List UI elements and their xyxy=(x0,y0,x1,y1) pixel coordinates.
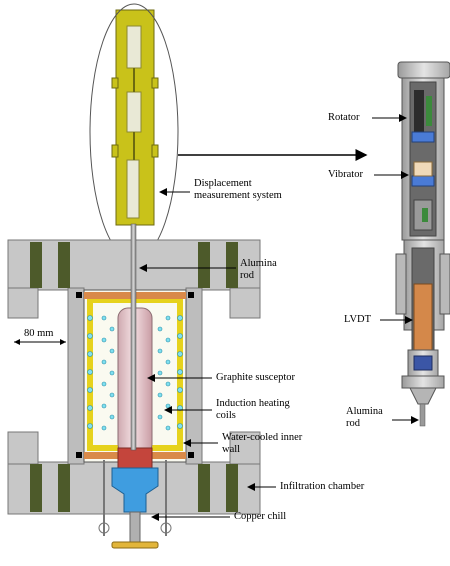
label-graphite-susceptor: Graphite susceptor xyxy=(216,372,296,383)
bottom-fitting xyxy=(111,511,159,549)
label-alumina-rod-right: Alumina rod xyxy=(346,406,383,429)
label-lvdt: LVDT xyxy=(344,314,372,325)
label-infiltration-chamber: Infiltration chamber xyxy=(280,481,365,492)
label-alumina-rod: Alumina rod xyxy=(240,258,277,281)
displacement-measurement-sensor xyxy=(111,9,159,226)
label-rotator: Rotator xyxy=(328,112,360,123)
water-cooled-coil-dots xyxy=(87,315,183,431)
label-vibrator: Vibrator xyxy=(328,169,363,180)
alumina-rod xyxy=(130,223,137,451)
label-water-cooled-wall: Water-cooled inner wall xyxy=(222,432,303,455)
label-80mm: 80 mm xyxy=(24,328,54,339)
copper-chill xyxy=(111,467,159,513)
susceptor-bottom-red xyxy=(117,447,153,471)
rotator-vibrator-lvdt-assembly xyxy=(395,61,450,427)
label-copper-chill: Copper chill xyxy=(234,511,287,522)
dimension-80mm-arrow xyxy=(14,339,66,345)
label-displacement: Displacement measurement system xyxy=(194,178,282,201)
label-induction-coils: Induction heating coils xyxy=(216,398,290,421)
